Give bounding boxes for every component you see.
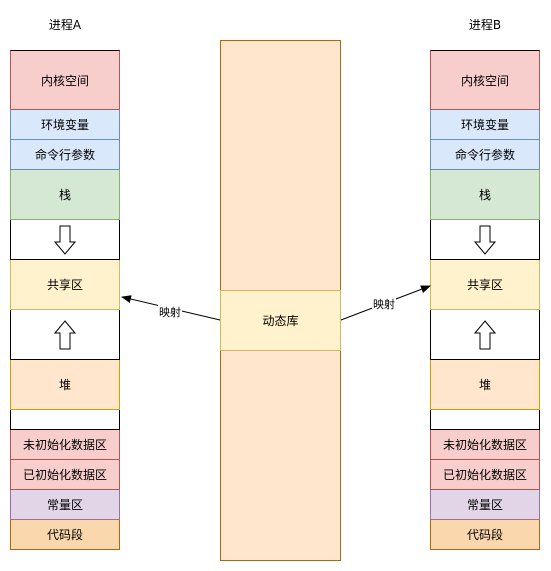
mapping-label-right: 映射 (372, 296, 396, 312)
process-b-code-segment: 代码段 (430, 520, 540, 550)
process-b-blank-gap (430, 410, 540, 430)
mapping-label-left: 映射 (158, 304, 182, 320)
process-b-bss-segment: 未初始化数据区 (430, 430, 540, 460)
process-a-stack-growth-gap (10, 220, 120, 260)
process-b-heap-growth-gap (430, 310, 540, 360)
process-b-heap: 堆 (430, 360, 540, 410)
up-arrow-icon (54, 319, 76, 349)
process-b-memory-layout: 内核空间 环境变量 命令行参数 栈 共享区 堆 未初始化数据区 已初始化数据区 … (430, 50, 540, 550)
process-b-shared-region: 共享区 (430, 260, 540, 310)
process-b-const-segment: 常量区 (430, 490, 540, 520)
process-a-stack: 栈 (10, 170, 120, 220)
process-a-blank-gap (10, 410, 120, 430)
down-arrow-icon (54, 225, 76, 255)
process-a-bss-segment: 未初始化数据区 (10, 430, 120, 460)
process-a-environment-variables: 环境变量 (10, 110, 120, 140)
process-b-stack-growth-gap (430, 220, 540, 260)
process-a-shared-region: 共享区 (10, 260, 120, 310)
process-b-title: 进程B (468, 18, 502, 32)
up-arrow-icon (474, 319, 496, 349)
process-b-environment-variables: 环境变量 (430, 110, 540, 140)
down-arrow-icon (474, 225, 496, 255)
process-a-kernel-space: 内核空间 (10, 50, 120, 110)
process-a-heap: 堆 (10, 360, 120, 410)
process-a-code-segment: 代码段 (10, 520, 120, 550)
process-a-heap-growth-gap (10, 310, 120, 360)
process-b-stack: 栈 (430, 170, 540, 220)
process-a-title: 进程A (48, 18, 82, 32)
dynamic-library-block: 动态库 (220, 290, 341, 351)
process-b-kernel-space: 内核空间 (430, 50, 540, 110)
process-a-data-segment: 已初始化数据区 (10, 460, 120, 490)
process-b-data-segment: 已初始化数据区 (430, 460, 540, 490)
process-a-memory-layout: 内核空间 环境变量 命令行参数 栈 共享区 堆 未初始化数据区 已初始化数据区 … (10, 50, 120, 550)
process-a-const-segment: 常量区 (10, 490, 120, 520)
shared-library-column: 动态库 (220, 40, 341, 561)
process-a-command-line-args: 命令行参数 (10, 140, 120, 170)
process-b-command-line-args: 命令行参数 (430, 140, 540, 170)
